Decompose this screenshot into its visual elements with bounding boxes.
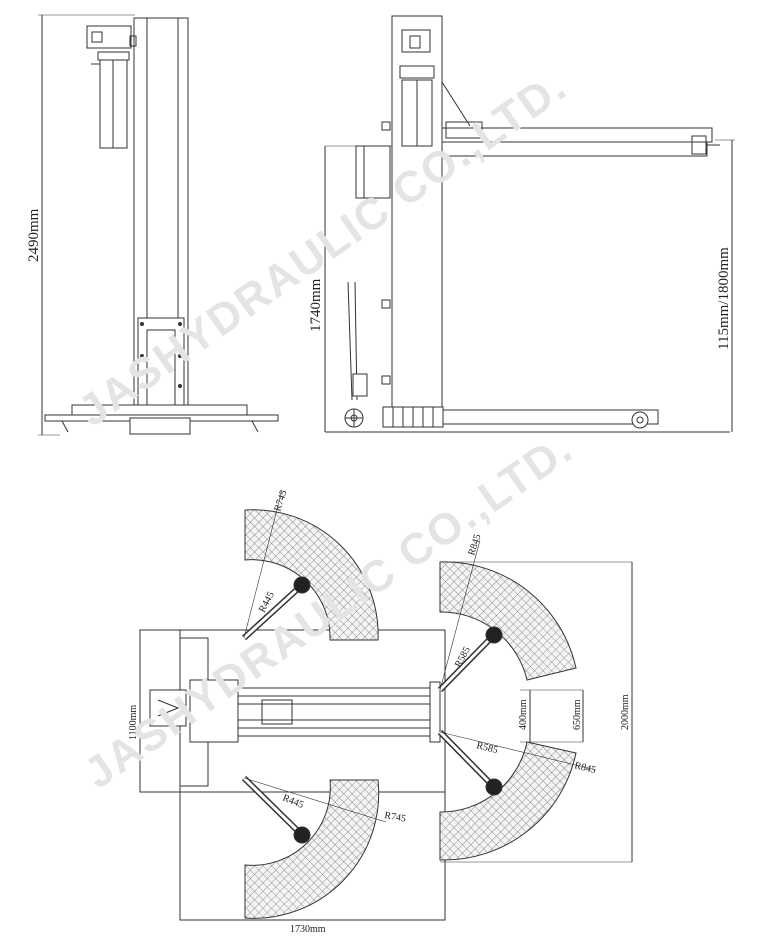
gap-400-label: 400mm [518,699,529,730]
front-height-label: 2490mm [26,208,42,262]
top-view [139,489,633,921]
radius-label-r745-bottom: R745 [383,810,406,825]
radius-label-r445-bottom: R445 [281,793,305,811]
total-length-label: 2000mm [620,694,631,730]
side-height-label: 1740mm [308,278,324,332]
radius-label-r845-bottom: R845 [573,760,597,776]
side-view [324,15,735,433]
radius-label-r745-top: R745 [272,489,289,513]
overall-width-label: 1730mm [290,924,326,935]
base-width-label: 1100mm [128,705,139,740]
gap-650-label: 650mm [572,699,583,730]
front-view [38,14,279,436]
radius-label-r585-bottom: R585 [475,740,499,756]
lift-range-label: 115mm/1800mm [716,247,732,350]
